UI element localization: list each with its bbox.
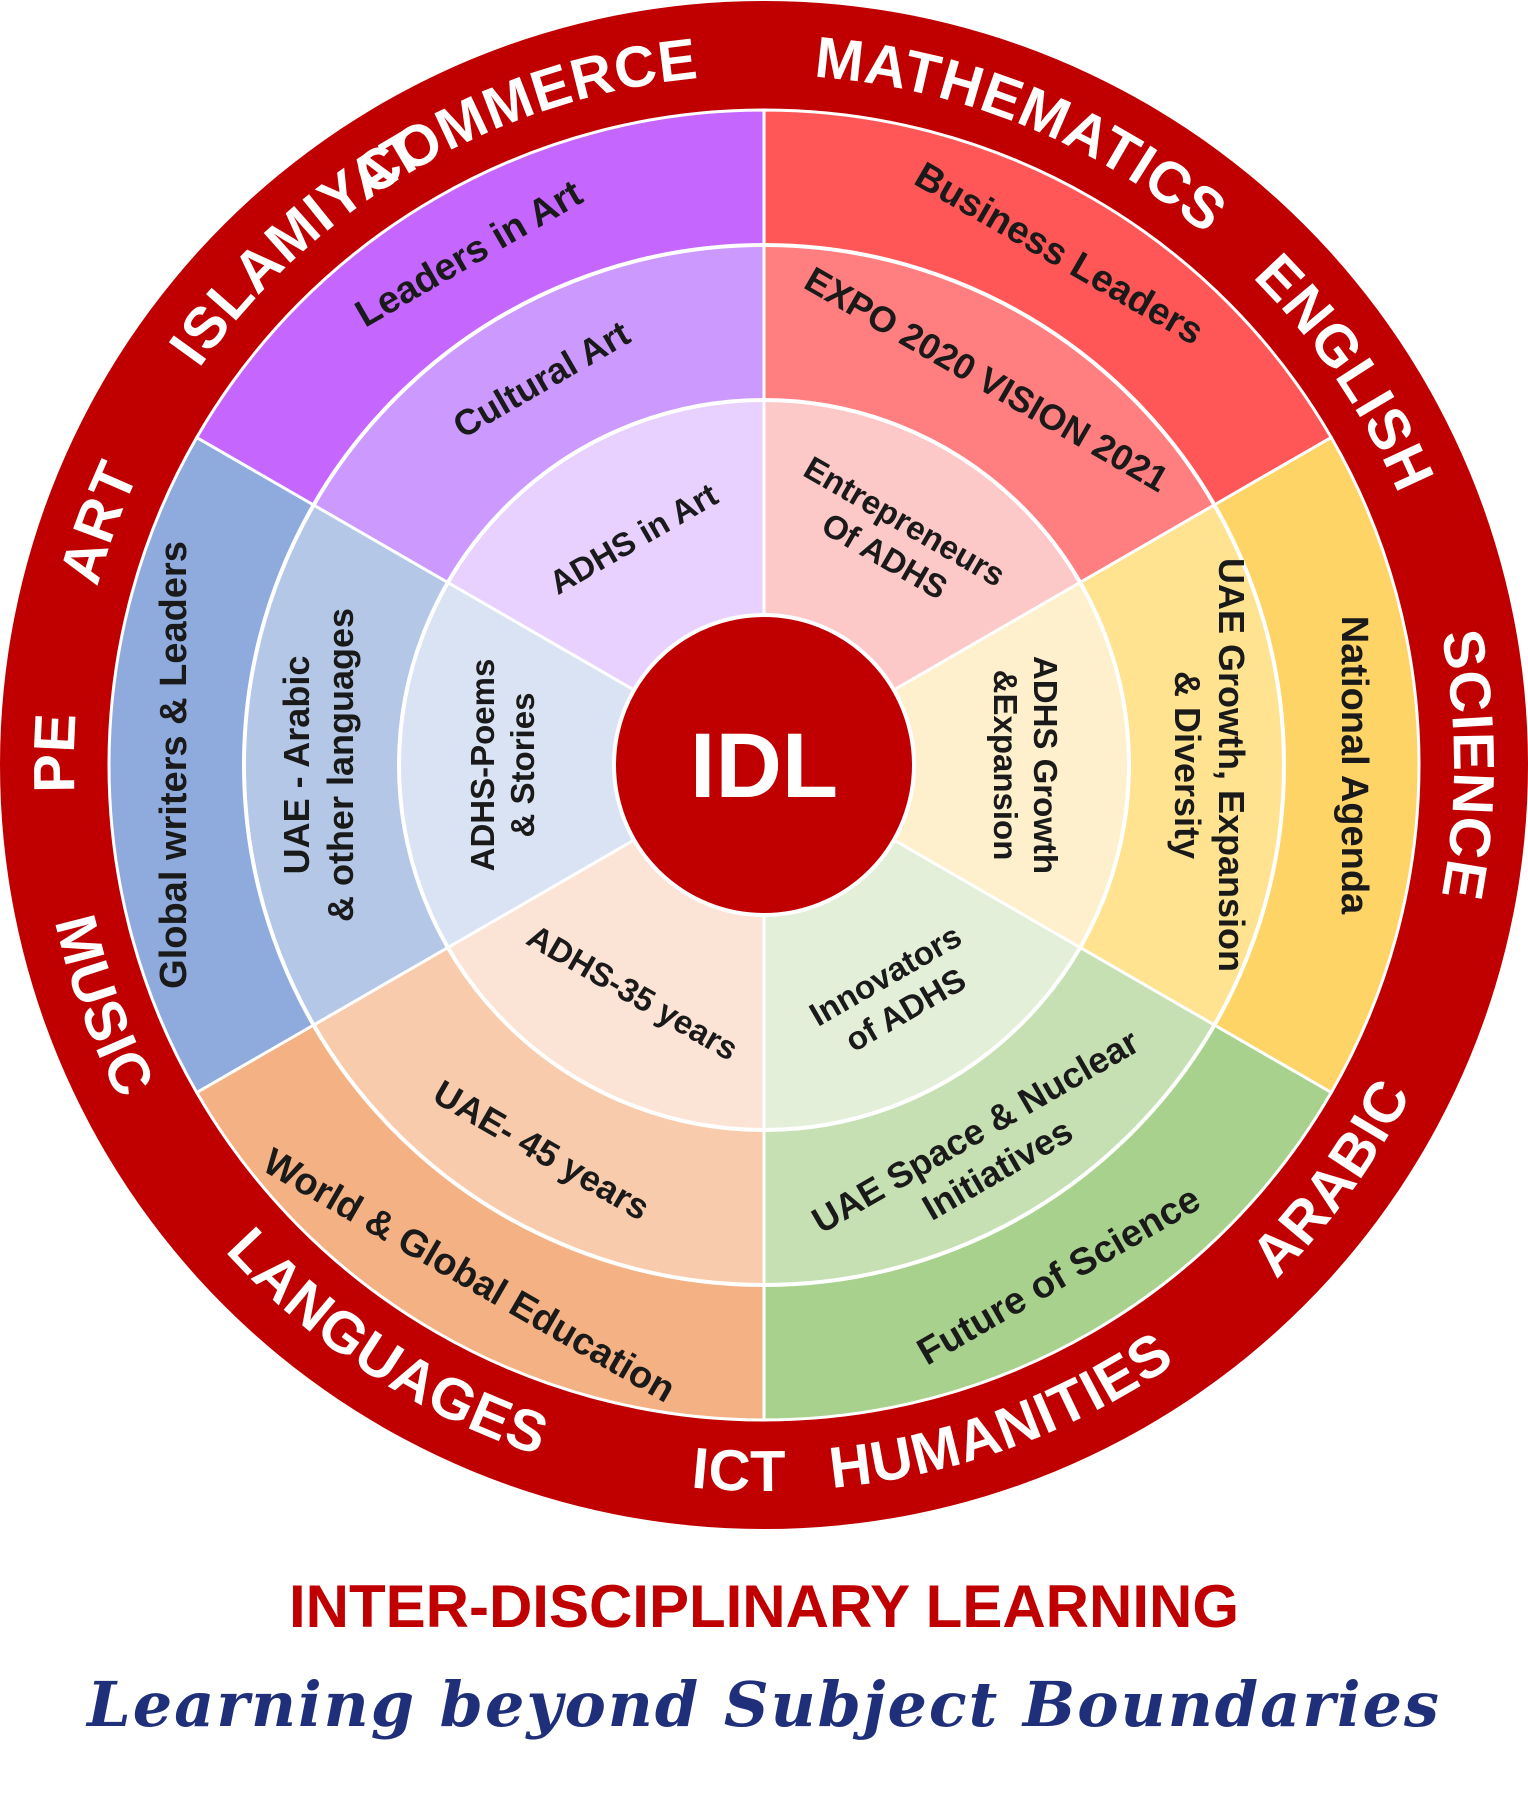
label-blue-inner-line-1: & Stories bbox=[504, 693, 541, 838]
label-yellow-middle-line-0: UAE Growth, Expansion bbox=[1211, 558, 1252, 972]
center-circle bbox=[612, 613, 916, 917]
label-yellow-middle-line-1: & Diversity bbox=[1167, 671, 1208, 859]
label-blue-inner-line-0: ADHS-Poems bbox=[464, 659, 501, 872]
label-blue-middle-line-0: UAE - Arabic bbox=[276, 656, 317, 875]
center-label: IDL bbox=[690, 715, 838, 817]
label-yellow-middle: UAE Growth, Expansion& Diversity bbox=[1167, 558, 1252, 972]
subject-ict: ICT bbox=[689, 1436, 786, 1505]
ring-divider-1 bbox=[242, 243, 1286, 1287]
label-blue-middle: UAE - Arabic& other languages bbox=[276, 608, 361, 922]
label-blue-middle-line-1: & other languages bbox=[320, 608, 361, 922]
label-yellow-inner: ADHS Growth&Expansion bbox=[987, 656, 1064, 874]
label-blue-outer-line-0: Global writers & Leaders bbox=[153, 541, 195, 989]
label-yellow-outer-line-0: National Agenda bbox=[1333, 616, 1375, 915]
label-blue-outer: Global writers & Leaders bbox=[153, 541, 195, 989]
label-yellow-inner-line-1: &Expansion bbox=[987, 670, 1024, 861]
diagram-subtitle: Learning beyond Subject Boundaries bbox=[87, 1668, 1441, 1741]
label-yellow-outer: National Agenda bbox=[1333, 616, 1375, 915]
label-blue-inner: ADHS-Poems& Stories bbox=[464, 659, 541, 872]
ring-divider-0 bbox=[397, 398, 1131, 1132]
diagram-title: INTER-DISCIPLINARY LEARNING bbox=[288, 1573, 1240, 1640]
label-yellow-inner-line-0: ADHS Growth bbox=[1027, 656, 1064, 874]
subject-science: SCIENCE bbox=[1429, 625, 1506, 905]
